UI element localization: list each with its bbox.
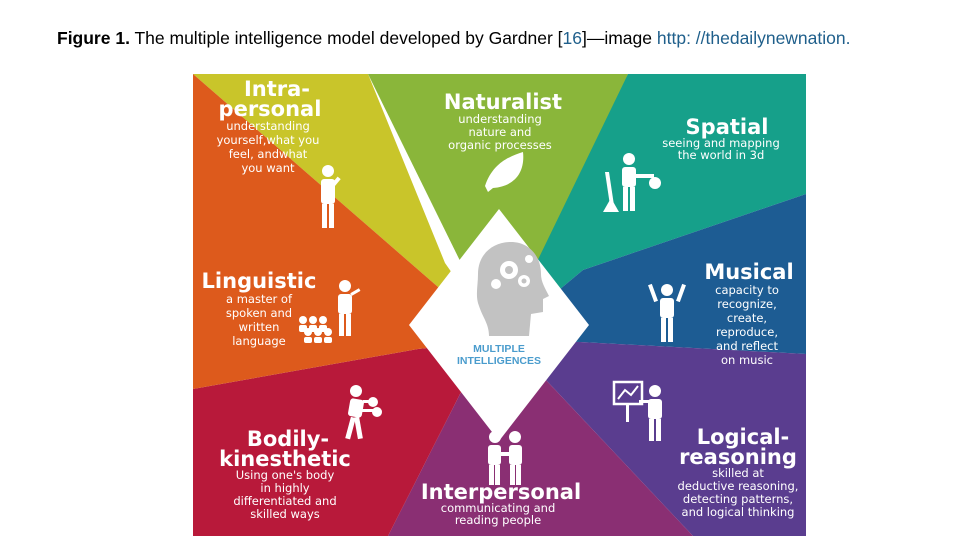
linguistic-title: Linguistic	[202, 269, 317, 293]
logical-desc-4: and logical thinking	[682, 505, 795, 519]
caption-reference-link[interactable]: 16	[562, 28, 582, 48]
musical-desc-2: recognize,	[717, 297, 776, 311]
bodily-title-2: kinesthetic	[219, 447, 351, 471]
center-title-line2: INTELLIGENCES	[457, 355, 541, 367]
head-gears-icon	[476, 242, 549, 336]
figure-caption: Figure 1. The multiple intelligence mode…	[57, 28, 957, 49]
spatial-title: Spatial	[686, 115, 769, 139]
interpersonal-desc-1: communicating and	[441, 501, 556, 515]
intrapersonal-group: Intra- personal understanding yourself,w…	[217, 77, 341, 228]
spatial-group: Spatial seeing and mapping the world in …	[603, 115, 780, 212]
logical-desc-2: deductive reasoning,	[678, 479, 799, 493]
presenter-chart-icon	[612, 380, 662, 441]
linguistic-desc-4: language	[232, 334, 286, 348]
conductor-icon	[648, 283, 686, 342]
bodily-desc-1: Using one's body	[236, 468, 335, 482]
naturalist-desc-3: organic processes	[448, 138, 552, 152]
naturalist-desc-1: understanding	[458, 112, 542, 126]
musical-desc-4: reproduce,	[716, 325, 778, 339]
logical-desc-3: detecting patterns,	[683, 492, 793, 506]
caption-text-2: ]—image	[581, 28, 657, 48]
logical-title-2: reasoning	[679, 445, 797, 469]
musical-desc-6: on music	[721, 353, 773, 367]
bodily-desc-4: skilled ways	[250, 507, 320, 521]
logical-desc-1: skilled at	[712, 466, 764, 480]
handshake-icon	[488, 431, 522, 485]
bodily-desc-2: in highly	[260, 481, 309, 495]
musical-desc-3: create,	[727, 311, 767, 325]
musical-group: Musical capacity to recognize, create, r…	[648, 260, 794, 367]
segment-spatial	[499, 74, 806, 340]
bodily-kinesthetic-group: Bodily- kinesthetic Using one's body in …	[219, 385, 382, 521]
intrapersonal-title-1: Intra-	[244, 77, 310, 101]
musical-desc-5: and reflect	[716, 339, 778, 353]
caption-text: The multiple intelligence model develope…	[129, 28, 563, 48]
naturalist-desc-2: nature and	[469, 125, 532, 139]
person-thinking-icon	[321, 165, 341, 228]
spatial-desc-2: the world in 3d	[678, 148, 765, 162]
interpersonal-title: Interpersonal	[421, 480, 581, 504]
bodily-desc-3: differentiated and	[233, 494, 336, 508]
linguistic-desc-1: a master of	[226, 292, 293, 306]
caption-figure-number: Figure 1.	[57, 28, 130, 48]
bodily-title-1: Bodily-	[247, 427, 329, 451]
musical-desc-1: capacity to	[715, 283, 779, 297]
naturalist-title: Naturalist	[444, 90, 562, 114]
speaker-audience-icon	[299, 280, 361, 343]
interpersonal-desc-2: reading people	[455, 513, 541, 527]
intrapersonal-desc-3: feel, andwhat	[229, 147, 308, 161]
linguistic-group: Linguistic a master of spoken and writte…	[202, 269, 361, 348]
logical-title-1: Logical-	[697, 425, 790, 449]
center-title-line1: MULTIPLE	[473, 343, 525, 355]
musical-title: Musical	[704, 260, 793, 284]
spatial-desc-1: seeing and mapping	[662, 136, 780, 150]
leaf-icon	[485, 152, 524, 192]
intrapersonal-desc-1: understanding	[226, 119, 310, 133]
linguistic-desc-2: spoken and	[226, 306, 292, 320]
segment-naturalist	[368, 74, 628, 340]
linguistic-desc-3: written	[239, 320, 280, 334]
interpersonal-group: Interpersonal communicating and reading …	[421, 431, 581, 527]
center-diamond: MULTIPLE INTELLIGENCES	[409, 209, 589, 441]
intrapersonal-title-2: personal	[219, 97, 322, 121]
intrapersonal-desc-4: you want	[241, 161, 295, 175]
logical-reasoning-group: Logical- reasoning skilled at deductive …	[612, 380, 799, 519]
intrapersonal-desc-2: yourself,what you	[217, 133, 320, 147]
caption-source-url[interactable]: http: //thedailynewnation.	[656, 28, 851, 48]
surveyor-icon	[603, 153, 661, 212]
multiple-intelligences-infographic: MULTIPLE INTELLIGENCES Intra- personal u…	[193, 74, 806, 536]
naturalist-group: Naturalist understanding nature and orga…	[444, 90, 562, 192]
boxer-icon	[345, 385, 382, 440]
